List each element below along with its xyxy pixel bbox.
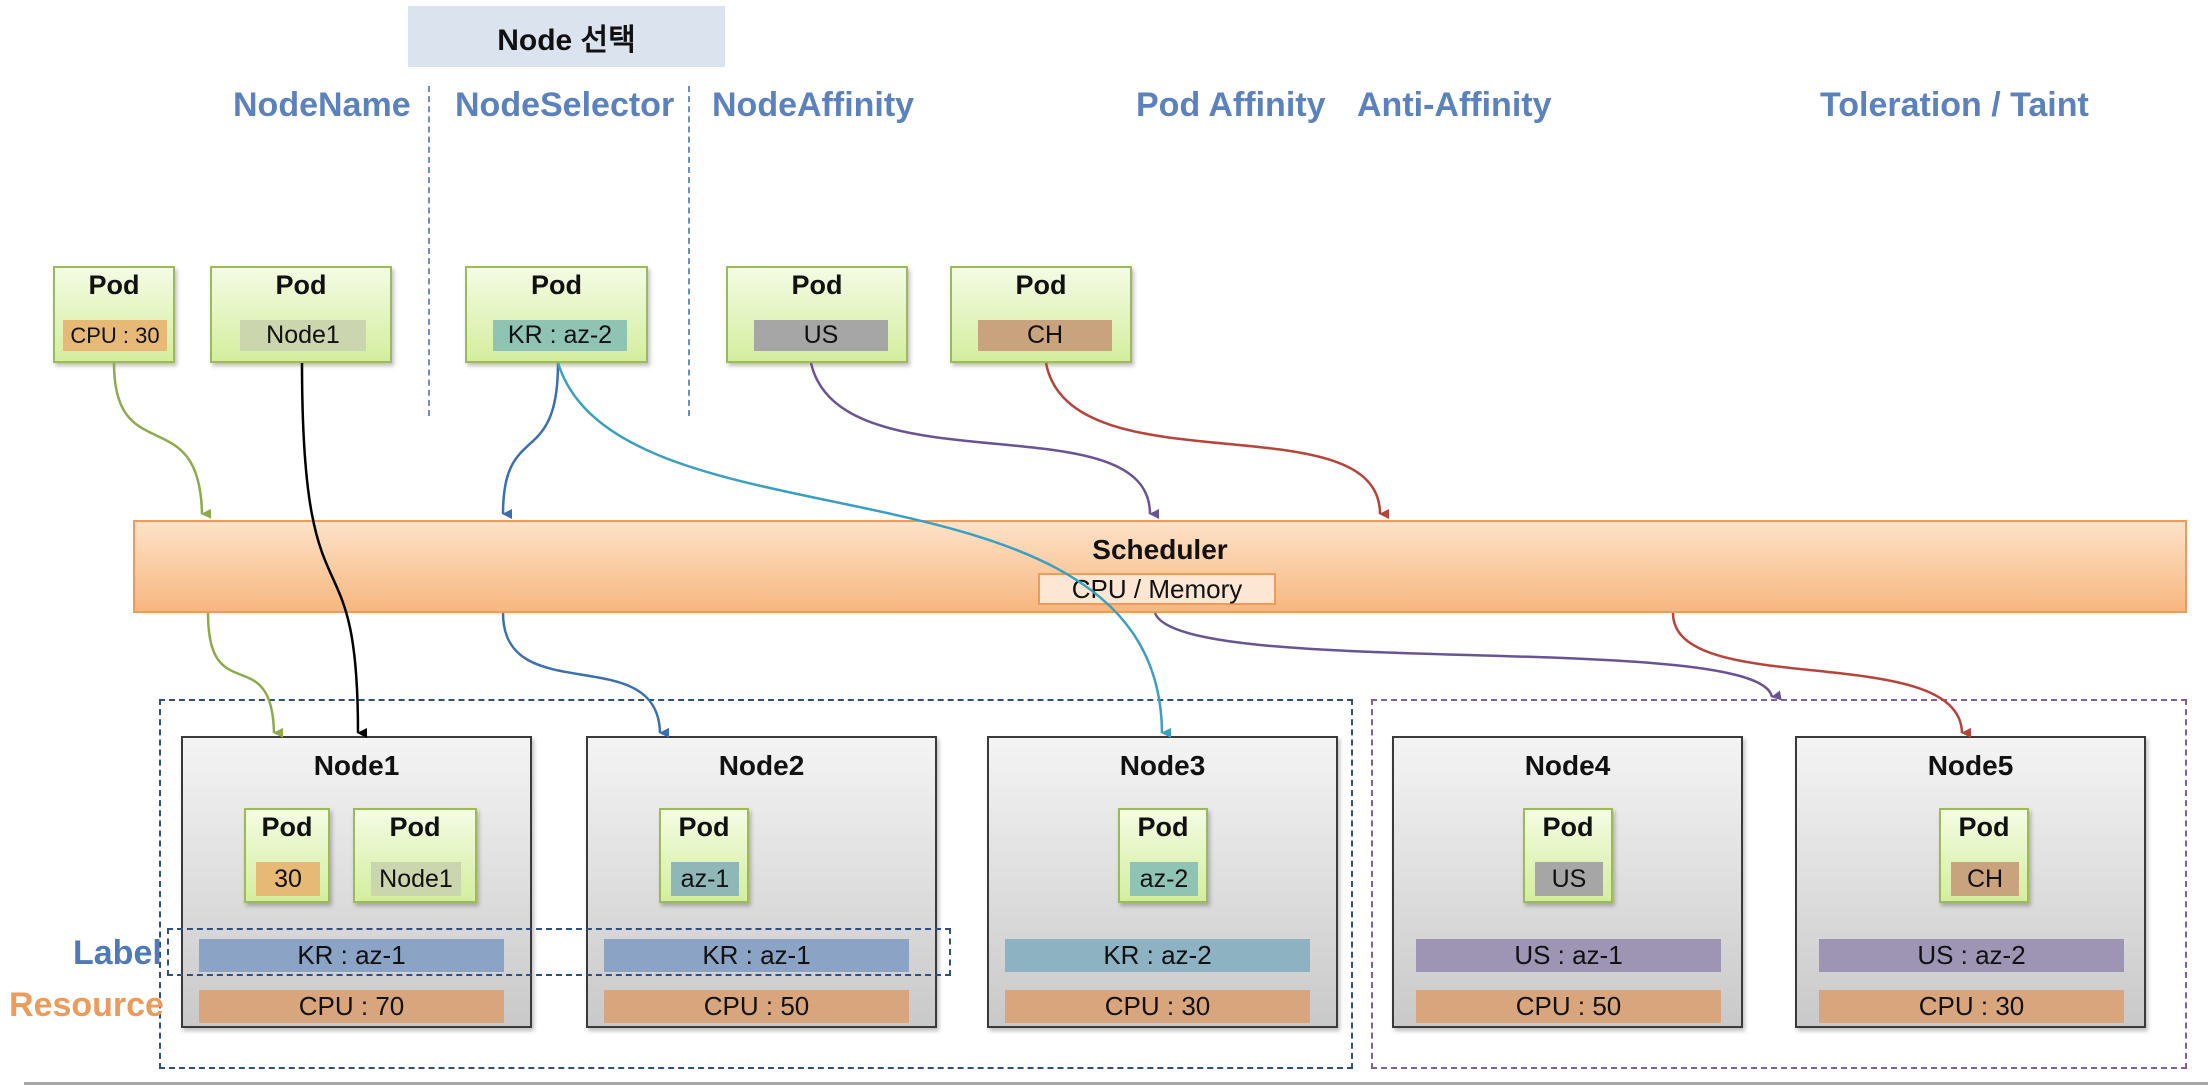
- node-title: Node5: [1927, 750, 2014, 781]
- pod-tag: KR : az-2: [493, 320, 627, 351]
- node-3: Node3 Pod az-2 KR : az-2 CPU : 30: [987, 736, 1338, 1028]
- pod: Pod Node1: [353, 808, 477, 903]
- pod-title: Pod: [678, 812, 730, 842]
- bottom-rule: [24, 1082, 2208, 1085]
- node-title: Node2: [718, 750, 805, 781]
- node-resource: CPU : 30: [1819, 990, 2124, 1023]
- pod-nodename: Pod Node1: [210, 266, 392, 363]
- arrow-scheduler-to-node4: [1153, 612, 1782, 701]
- node-2: Node2 Pod az-1 KR : az-1 CPU : 50: [586, 736, 937, 1028]
- node-resource: CPU : 50: [604, 990, 909, 1023]
- node-label: US : az-1: [1416, 939, 1721, 972]
- side-label-resource: Resource: [9, 986, 164, 1024]
- pod-nodeselector: Pod KR : az-2: [465, 266, 648, 363]
- scheduler-title: Scheduler: [1092, 534, 1228, 565]
- node-label: KR : az-1: [199, 939, 504, 972]
- pod-ch: Pod CH: [950, 266, 1132, 363]
- pod-title: Pod: [88, 270, 140, 300]
- pod: Pod 30: [244, 808, 330, 903]
- pod-title: Pod: [1137, 812, 1189, 842]
- pod: Pod az-1: [659, 808, 749, 903]
- pod-tag: CH: [978, 320, 1112, 351]
- category-nodeselector: NodeSelector: [455, 86, 675, 124]
- pod: Pod US: [1523, 808, 1613, 903]
- category-toleration-taint: Toleration / Taint: [1820, 86, 2089, 124]
- page-title: Node 선택: [408, 6, 725, 67]
- node-resource: CPU : 70: [199, 990, 504, 1023]
- side-label-label: Label: [73, 934, 162, 972]
- category-pod-affinity: Pod Affinity: [1136, 86, 1326, 124]
- category-anti-affinity: Anti-Affinity: [1357, 86, 1552, 124]
- node-label: US : az-2: [1819, 939, 2124, 972]
- scheduler-subtitle: CPU / Memory: [1038, 573, 1276, 605]
- pod-tag: 30: [256, 862, 320, 896]
- pod-tag: az-1: [671, 862, 739, 896]
- node-title: Node1: [313, 750, 400, 781]
- pod-tag: Node1: [371, 862, 461, 896]
- pod-title: Pod: [791, 270, 843, 300]
- pod-tag: US: [1535, 862, 1603, 896]
- separator-line: [428, 86, 430, 416]
- pod-cpu-request: Pod CPU : 30: [53, 266, 175, 363]
- label-group-kr-az-1: [167, 928, 951, 976]
- pod-tag: az-2: [1130, 862, 1198, 896]
- node-5: Node5 Pod CH US : az-2 CPU : 30: [1795, 736, 2146, 1028]
- pod-tag: CH: [1951, 862, 2019, 896]
- arrow-scheduler-to-node1-cpu: [206, 612, 284, 738]
- node-title: Node4: [1524, 750, 1611, 781]
- arrow-selector-to-scheduler: [501, 362, 560, 520]
- pod-tag: Node1: [240, 320, 366, 351]
- pod-us: Pod US: [726, 266, 908, 363]
- arrow-affinity-to-node3: [556, 362, 1172, 738]
- pod-title: Pod: [1958, 812, 2010, 842]
- pod-title: Pod: [1542, 812, 1594, 842]
- arrow-scheduler-to-node2: [501, 612, 670, 738]
- arrow-cpu-to-scheduler: [112, 362, 212, 519]
- separator-line: [688, 86, 690, 416]
- node-1: Node1 Pod 30 Pod Node1 KR : az-1 CPU : 7…: [181, 736, 532, 1028]
- pod-title: Pod: [389, 812, 441, 842]
- node-group-kr: [159, 699, 1353, 1069]
- pod-title: Pod: [275, 270, 327, 300]
- pod-title: Pod: [1015, 270, 1067, 300]
- node-label: KR : az-1: [604, 939, 909, 972]
- arrow-us-to-scheduler: [809, 362, 1160, 519]
- node-title: Node3: [1119, 750, 1206, 781]
- pod-title: Pod: [261, 812, 313, 842]
- node-resource: CPU : 30: [1005, 990, 1310, 1023]
- pod-tag: CPU : 30: [63, 320, 167, 351]
- pod: Pod az-2: [1118, 808, 1208, 903]
- arrow-nodename-to-node1: [300, 362, 368, 738]
- pod-title: Pod: [531, 270, 582, 300]
- node-label: KR : az-2: [1005, 939, 1310, 972]
- node-resource: CPU : 50: [1416, 990, 1721, 1023]
- category-nodename: NodeName: [233, 86, 411, 124]
- arrow-scheduler-to-node5: [1671, 612, 1972, 738]
- node-4: Node4 Pod US US : az-1 CPU : 50: [1392, 736, 1743, 1028]
- pod-tag: US: [754, 320, 888, 351]
- category-nodeaffinity: NodeAffinity: [712, 86, 915, 124]
- pod: Pod CH: [1939, 808, 2029, 903]
- arrow-ch-to-scheduler: [1044, 362, 1390, 519]
